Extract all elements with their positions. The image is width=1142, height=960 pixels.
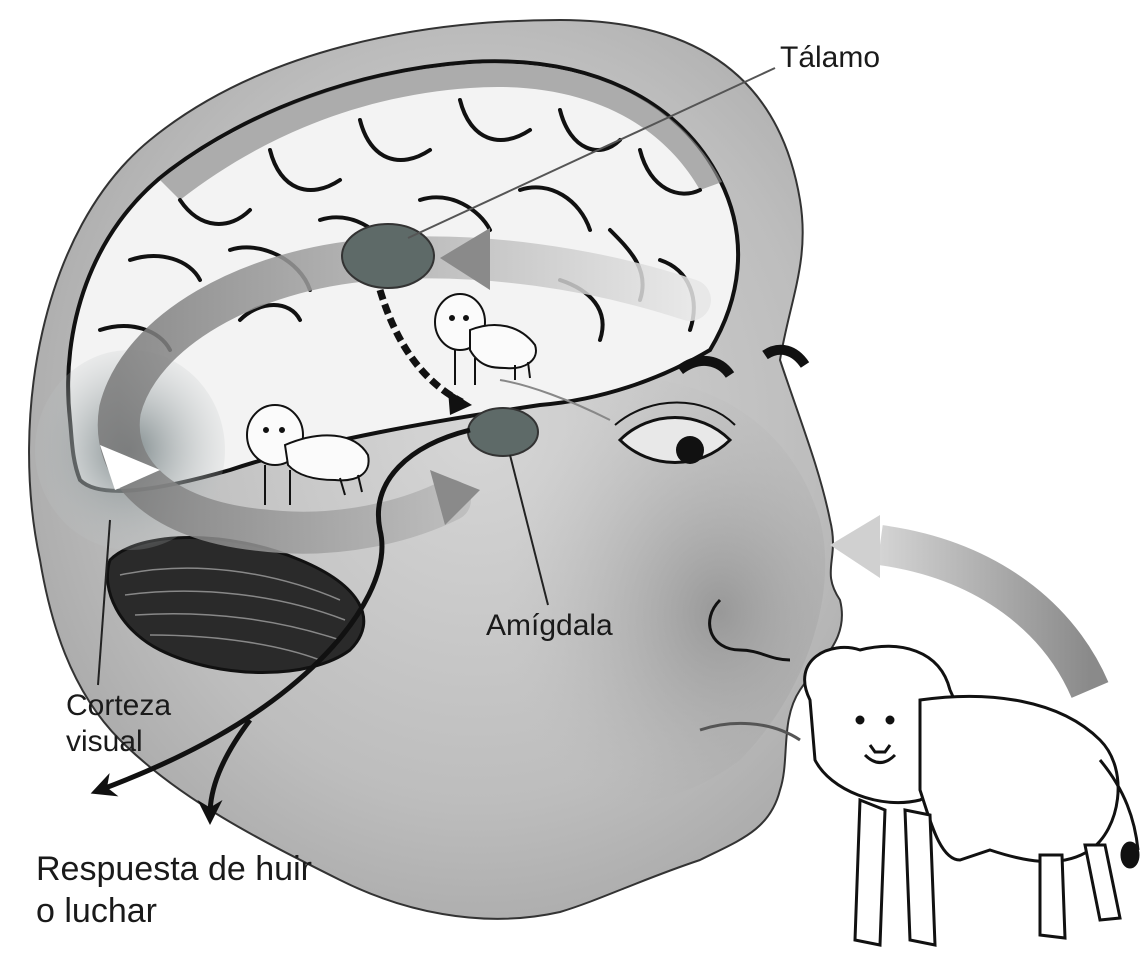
visual-cortex-label-line1: Corteza <box>66 688 171 724</box>
visual-cortex-label: Corteza visual <box>66 688 171 760</box>
amygdala-label: Amígdala <box>486 608 613 644</box>
fight-or-flight-label-line2: o luchar <box>36 890 312 932</box>
fight-or-flight-label: Respuesta de huir o luchar <box>36 848 312 932</box>
thalamus-nucleus <box>342 224 434 288</box>
fight-or-flight-label-line1: Respuesta de huir <box>36 848 312 890</box>
lion-illustration <box>805 646 1138 945</box>
incoming-arrowhead <box>830 515 880 578</box>
thalamus-label: Tálamo <box>780 40 880 76</box>
amygdala-nucleus <box>468 408 538 456</box>
visual-cortex-label-line2: visual <box>66 724 171 760</box>
